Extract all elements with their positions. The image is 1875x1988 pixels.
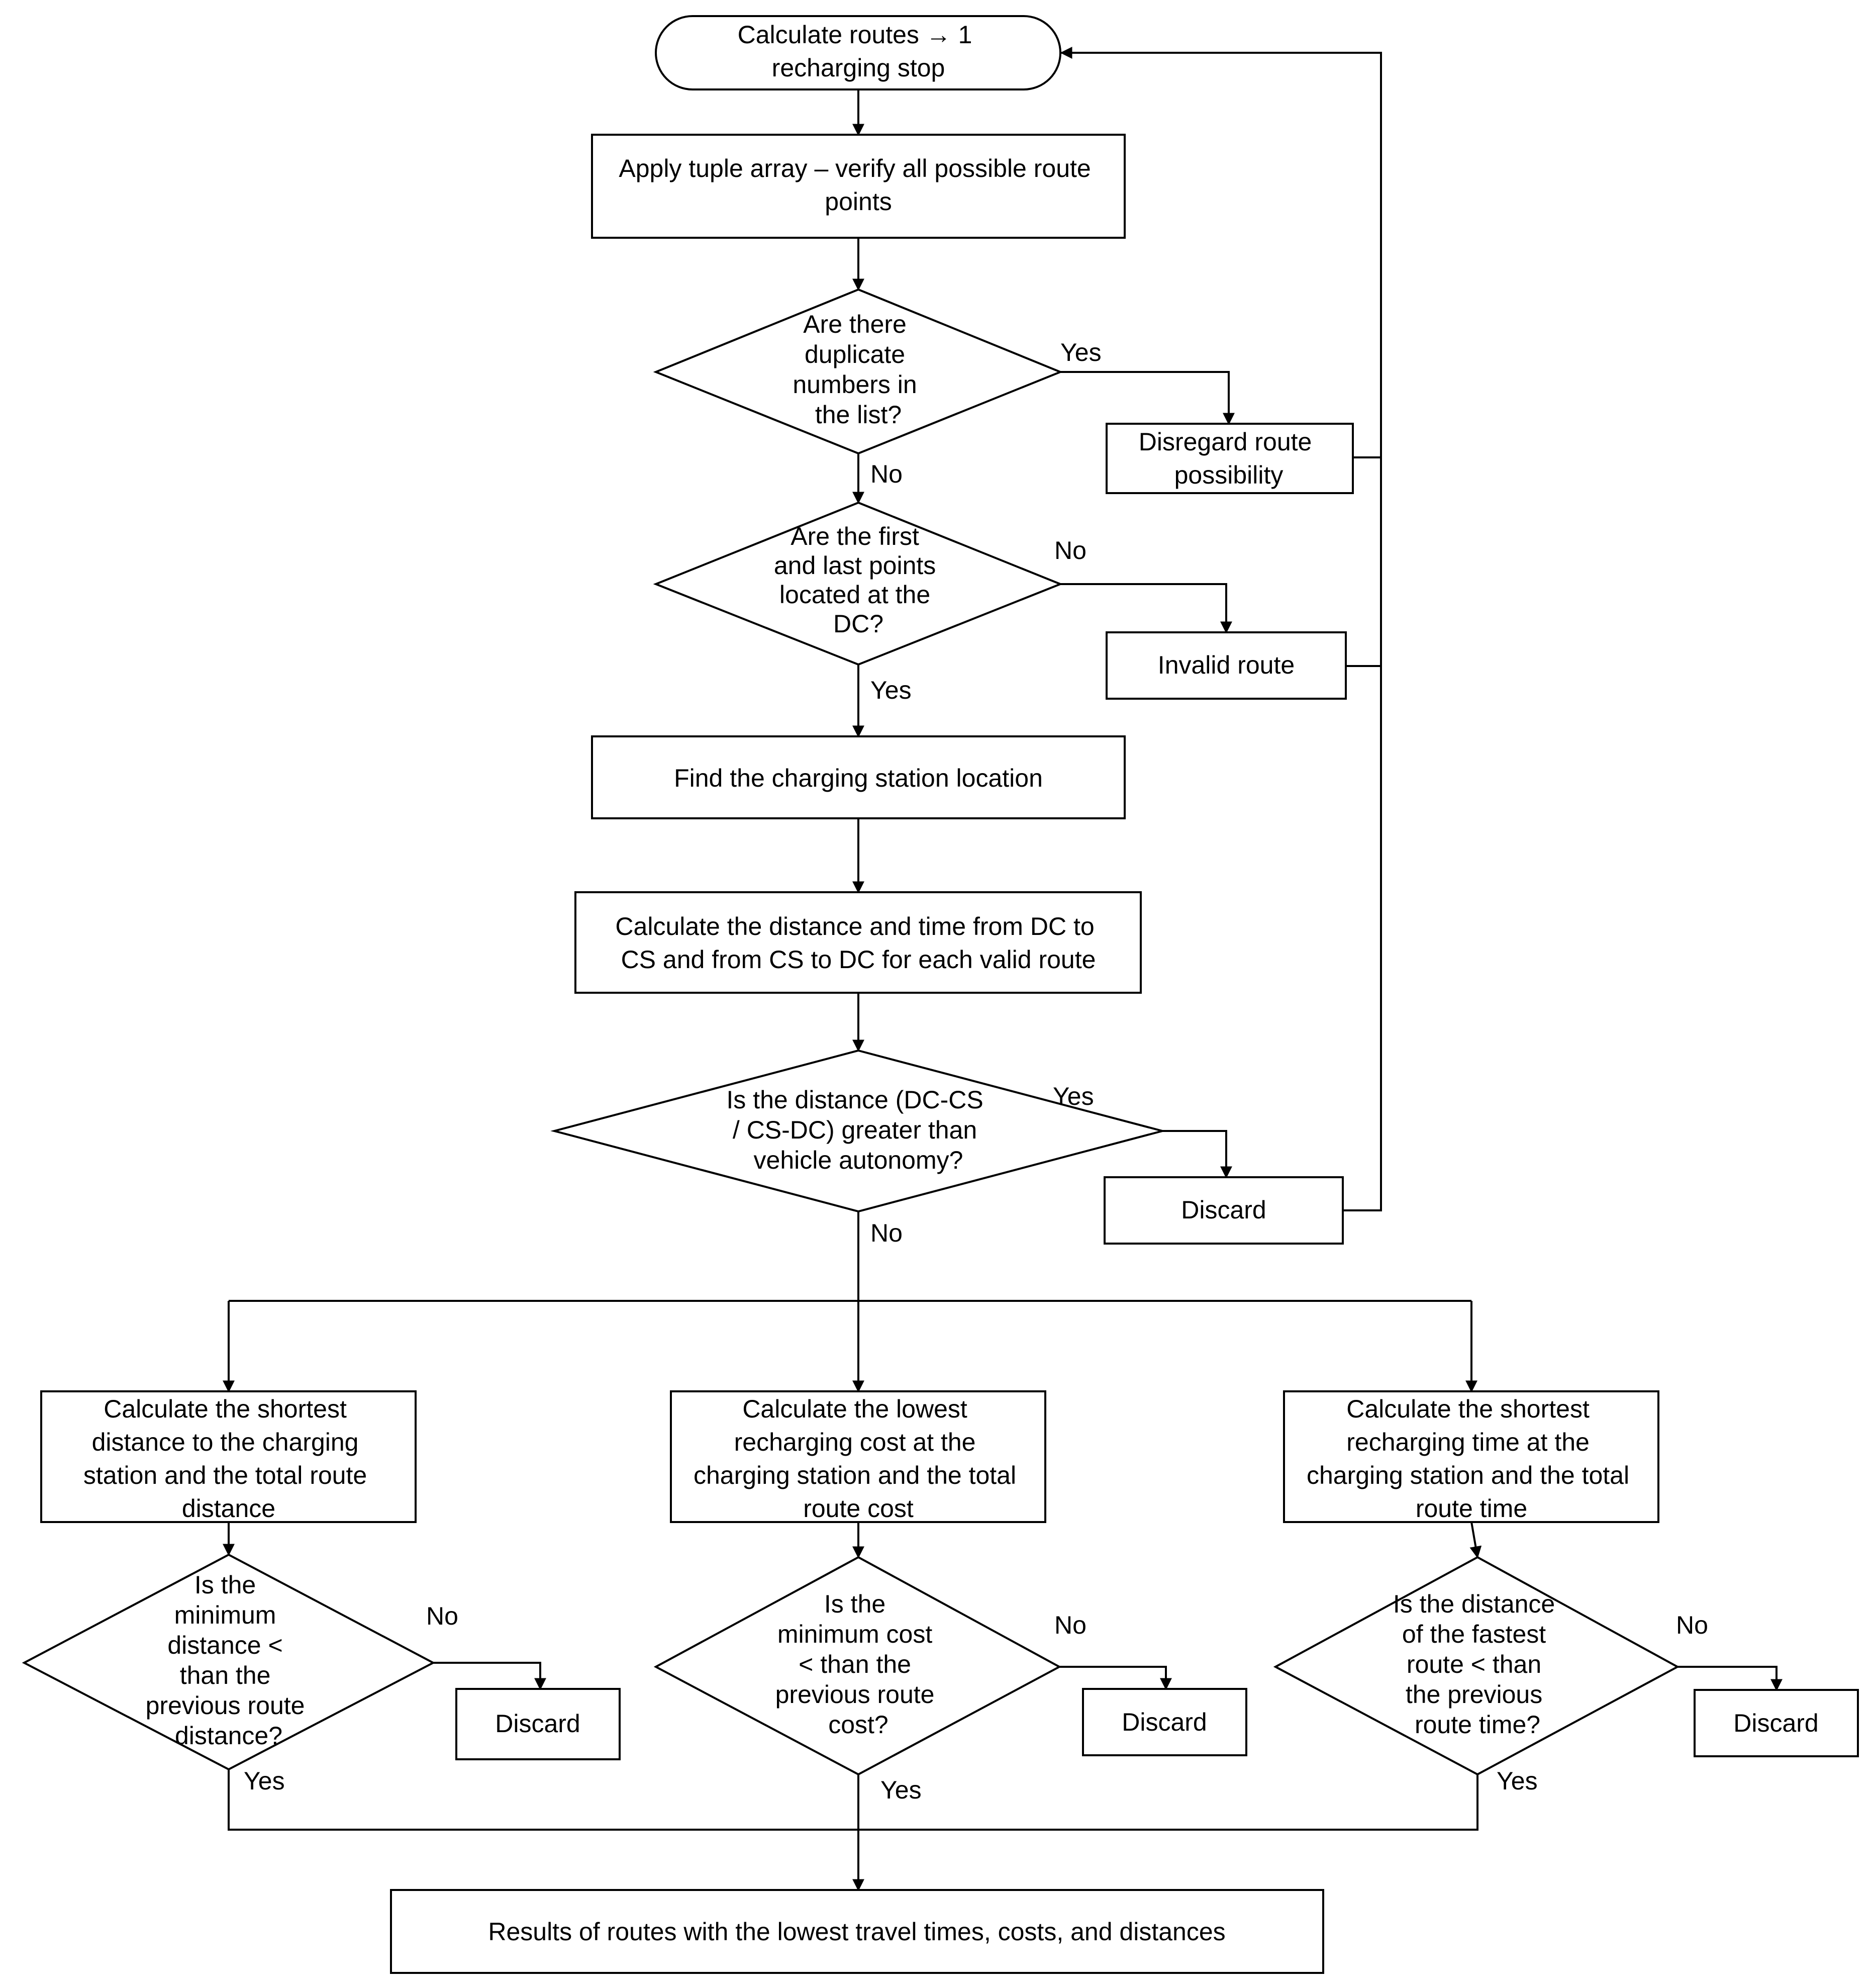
connector-loop-back — [1060, 47, 1382, 1211]
discard-distance-text: Discard — [495, 1710, 580, 1738]
discard-distance-box: Discard — [455, 1688, 621, 1760]
apply-tuple-box: Apply tuple array – verify all possible … — [591, 134, 1126, 239]
results-box: Results of routes with the lowest travel… — [390, 1889, 1324, 1974]
label-first-last-yes: Yes — [870, 676, 912, 704]
label-time-no: No — [1676, 1611, 1708, 1639]
label-duplicates-yes: Yes — [1060, 338, 1102, 366]
start-node: Calculate routes → 1 recharging stop — [655, 15, 1061, 90]
find-station-box: Find the charging station location — [591, 735, 1126, 819]
discard-time-box: Discard — [1694, 1689, 1859, 1757]
label-autonomy-no: No — [870, 1219, 903, 1247]
label-distance-yes: Yes — [244, 1767, 285, 1795]
label-first-last-no: No — [1054, 536, 1087, 564]
discard-autonomy-box: Discard — [1104, 1176, 1344, 1245]
cost-decision-text: Is the minimum cost < than the previous … — [775, 1590, 942, 1739]
duplicates-decision: Are there duplicate numbers in the list? — [653, 288, 1063, 455]
label-cost-no: No — [1054, 1611, 1087, 1639]
connector-cost-no — [1059, 1666, 1172, 1690]
lowest-cost-text: Calculate the lowest recharging cost at … — [694, 1395, 1023, 1523]
shortest-distance-box: Calculate the shortest distance to the c… — [40, 1390, 417, 1523]
connector-time-yes — [858, 1774, 1478, 1831]
connector-distance-no — [433, 1662, 546, 1690]
connector-distance-yes — [228, 1769, 858, 1831]
distance-decision-text: Is the minimum distance < than the previ… — [146, 1571, 312, 1750]
invalid-route-text: Invalid route — [1158, 651, 1295, 679]
discard-cost-text: Discard — [1122, 1708, 1207, 1736]
shortest-time-box: Calculate the shortest recharging time a… — [1283, 1390, 1659, 1523]
discard-autonomy-text: Discard — [1181, 1196, 1266, 1224]
connector-autonomy-yes — [1162, 1130, 1232, 1179]
connector-time-to-decision — [1469, 1522, 1482, 1559]
connector-first-last-no — [1060, 583, 1232, 634]
cost-decision: Is the minimum cost < than the previous … — [653, 1556, 1062, 1776]
label-time-yes: Yes — [1497, 1767, 1538, 1795]
start-node-text: Calculate routes → 1 recharging stop — [738, 21, 979, 82]
connector-time-no — [1677, 1666, 1783, 1691]
results-text: Results of routes with the lowest travel… — [488, 1918, 1225, 1946]
time-decision-text: Is the distance of the fastest route < t… — [1393, 1590, 1562, 1739]
label-distance-no: No — [426, 1602, 458, 1630]
duplicates-decision-text: Are there duplicate numbers in the list? — [793, 310, 924, 429]
edge-labels: Yes No No Yes Yes No No Yes No Yes No Ye… — [244, 338, 1708, 1804]
calc-distance-time-text: Calculate the distance and time from DC … — [615, 912, 1101, 974]
discard-time-text: Discard — [1733, 1709, 1818, 1737]
connectors — [223, 47, 1783, 1891]
autonomy-decision-text: Is the distance (DC-CS / CS-DC) greater … — [726, 1086, 990, 1174]
find-station-text: Find the charging station location — [674, 764, 1043, 792]
invalid-route-box: Invalid route — [1106, 631, 1347, 700]
label-duplicates-no: No — [870, 460, 903, 488]
disregard-route-text: Disregard route possibility — [1139, 428, 1319, 489]
label-autonomy-yes: Yes — [1053, 1082, 1094, 1110]
distance-decision: Is the minimum distance < than the previ… — [22, 1553, 436, 1771]
lowest-cost-box: Calculate the lowest recharging cost at … — [670, 1390, 1046, 1523]
time-decision: Is the distance of the fastest route < t… — [1273, 1556, 1680, 1776]
disregard-route-box: Disregard route possibility — [1106, 423, 1354, 494]
apply-tuple-text: Apply tuple array – verify all possible … — [619, 154, 1098, 216]
autonomy-decision: Is the distance (DC-CS / CS-DC) greater … — [550, 1049, 1166, 1213]
label-cost-yes: Yes — [880, 1776, 922, 1804]
connector-duplicates-yes — [1060, 371, 1235, 425]
discard-cost-box: Discard — [1082, 1688, 1247, 1756]
shortest-distance-text: Calculate the shortest distance to the c… — [83, 1395, 374, 1523]
shortest-time-text: Calculate the shortest recharging time a… — [1307, 1395, 1636, 1523]
first-last-decision: Are the first and last points located at… — [653, 501, 1063, 666]
calc-distance-time-box: Calculate the distance and time from DC … — [574, 891, 1142, 994]
first-last-decision-text: Are the first and last points located at… — [774, 522, 943, 638]
